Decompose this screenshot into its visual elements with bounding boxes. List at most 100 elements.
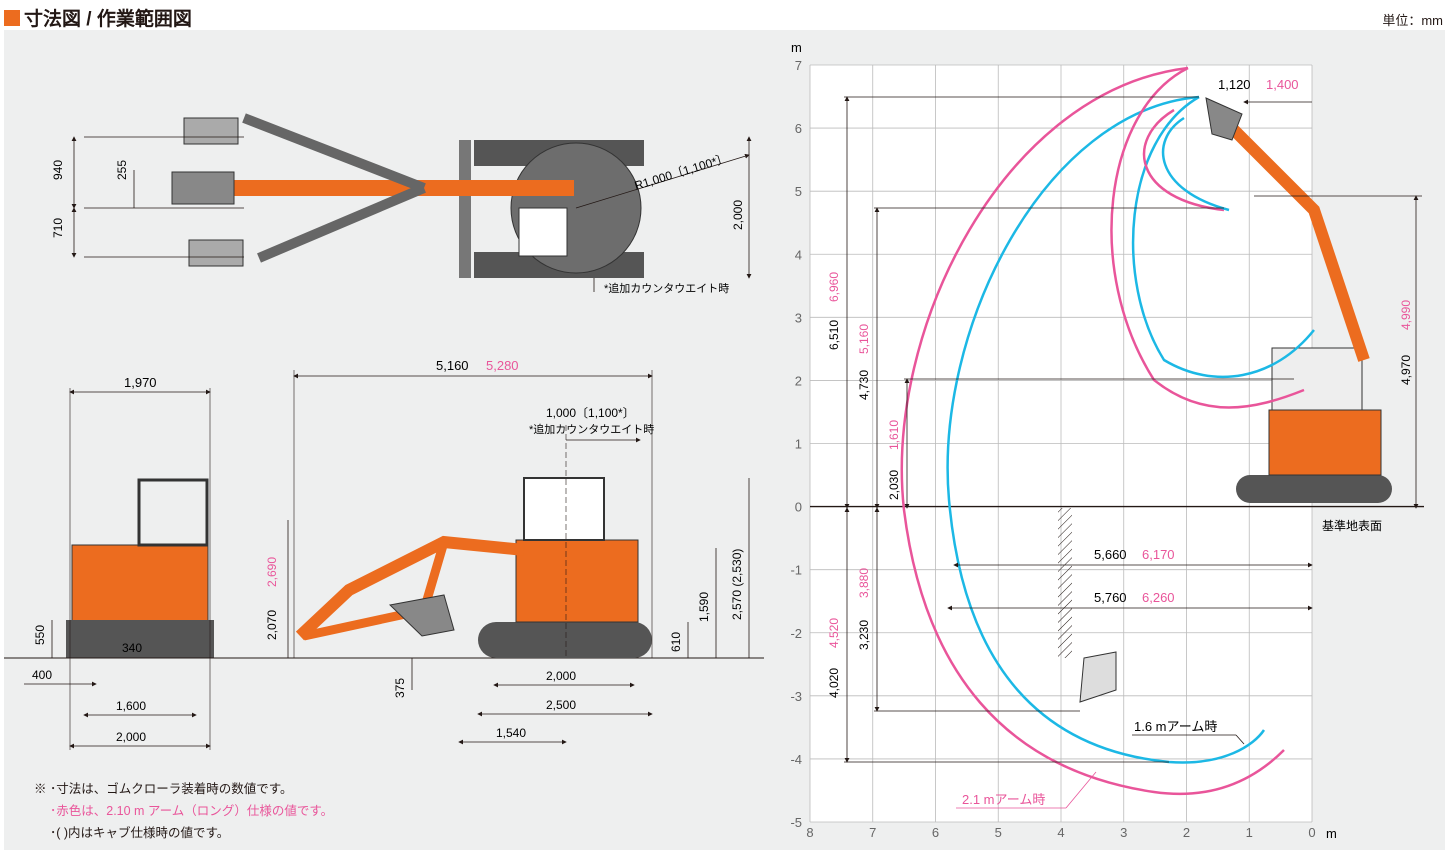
front-view: 1,970 550 340 400 1,600 2,000 [4, 375, 764, 750]
dim-1120: 1,120 [1218, 77, 1251, 92]
dim-swing: 1,000〔1,100*〕 [546, 406, 635, 420]
y-tick-label: 5 [795, 184, 802, 199]
y-tick-label: -5 [790, 815, 802, 830]
hatch-wall [1058, 508, 1072, 658]
x-tick-label: 8 [806, 825, 813, 840]
dim-5660: 5,660 [1094, 547, 1127, 562]
x-tick-label: 3 [1120, 825, 1127, 840]
diagram-panel: 940 710 255 2,000 R1,000〔1,100*〕 *追加カウンタ… [4, 30, 1445, 850]
side-cab [523, 477, 605, 541]
x-tick-label: 7 [869, 825, 876, 840]
long-arm-curve-inner [1110, 66, 1305, 409]
dim-375: 375 [393, 678, 407, 698]
top-boom-left [242, 113, 426, 193]
side-view: 5,160 5,280 1,000〔1,100*〕 *追加カウンタウエイト時 2… [265, 358, 750, 745]
dim-4970: 4,970 [1399, 355, 1413, 385]
y-tick-label: 4 [795, 247, 802, 262]
dim-5280: 5,280 [486, 358, 519, 373]
dim-2690: 2,690 [265, 557, 279, 587]
dim-340: 340 [122, 641, 142, 655]
dim-4730: 4,730 [857, 370, 871, 400]
top-bucket-center [171, 171, 235, 205]
y-tick-label: 1 [795, 437, 802, 452]
dim-2070: 2,070 [265, 610, 279, 640]
chart-bucket-top [1205, 97, 1243, 141]
top-bucket-right [188, 239, 244, 267]
ground-label: 基準地表面 [1322, 518, 1382, 533]
side-note: *追加カウンタウエイト時 [529, 422, 654, 436]
dim-2570: 2,570 (2,530) [730, 549, 744, 620]
x-tick-label: 0 [1308, 825, 1315, 840]
dim-6960: 6,960 [827, 272, 841, 302]
dim-255: 255 [115, 160, 129, 180]
y-tick-label: -4 [790, 752, 802, 767]
y-axis-unit: m [791, 40, 802, 55]
dim-1400: 1,400 [1266, 77, 1299, 92]
dim-side-2000: 2,000 [546, 669, 576, 683]
title-text: 寸法図 / 作業範囲図 [24, 9, 192, 30]
chart-x-ticks: 8 7 6 5 4 3 2 1 0 [806, 825, 1315, 840]
chart-body [1268, 409, 1382, 476]
short-arm-curve-outer [946, 95, 1266, 764]
dim-3880: 3,880 [857, 568, 871, 598]
dim-1540: 1,540 [496, 726, 526, 740]
dim-6260: 6,260 [1142, 590, 1175, 605]
dim-6170: 6,170 [1142, 547, 1175, 562]
note-line-1: ※ ･寸法は、ゴムクローラ装着時の数値です。 [34, 782, 293, 796]
dim-1970: 1,970 [124, 375, 157, 390]
y-tick-label: 3 [795, 310, 802, 325]
chart-boom [1229, 125, 1370, 362]
dim-5760: 5,760 [1094, 590, 1127, 605]
dim-710: 710 [51, 218, 65, 238]
front-canopy [137, 478, 209, 547]
dim-4990: 4,990 [1399, 300, 1413, 330]
side-upper-body [515, 539, 639, 623]
top-note: *追加カウンタウエイト時 [604, 281, 729, 295]
top-bucket-left [183, 117, 239, 145]
x-tick-label: 6 [932, 825, 939, 840]
title-square-icon [4, 9, 20, 26]
y-tick-label: -2 [790, 626, 802, 641]
dim-550: 550 [33, 625, 47, 645]
dim-radius: R1,000〔1,100*〕 [633, 151, 730, 193]
chart-bucket-bottom [1079, 651, 1117, 703]
y-tick-label: 7 [795, 58, 802, 73]
page-title: 寸法図 / 作業範囲図 [4, 4, 192, 31]
dim-2500: 2,500 [546, 698, 576, 712]
diagram-canvas: 940 710 255 2,000 R1,000〔1,100*〕 *追加カウンタ… [4, 40, 1424, 841]
dim-610: 610 [669, 632, 683, 652]
long-arm-curve-outer [900, 66, 1285, 796]
y-tick-label: -3 [790, 689, 802, 704]
x-tick-label: 5 [995, 825, 1002, 840]
arm-short-label: 1.6 mアーム時 [1134, 719, 1217, 734]
front-tracks [66, 620, 214, 658]
unit-label: 単位：mm [1382, 13, 1443, 28]
short-arm-curve-top [1161, 116, 1230, 212]
top-blade [459, 140, 471, 278]
arm-long-label: 2.1 mアーム時 [962, 792, 1045, 807]
x-tick-label: 2 [1183, 825, 1190, 840]
x-tick-label: 1 [1246, 825, 1253, 840]
dim-1610: 1,610 [887, 420, 901, 450]
top-operator-seat [518, 207, 568, 257]
dim-3230: 3,230 [857, 620, 871, 650]
dim-1590: 1,590 [697, 592, 711, 622]
dim-4020: 4,020 [827, 668, 841, 698]
footnotes: ※ ･寸法は、ゴムクローラ装着時の数値です。 ･赤色は、2.10 m アーム（ロ… [34, 778, 333, 844]
x-axis-unit: m [1326, 826, 1337, 841]
dim-2000-top: 2,000 [731, 200, 745, 230]
dim-5160: 5,160 [436, 358, 469, 373]
long-arm-curve-top [1142, 108, 1225, 212]
x-tick-label: 4 [1057, 825, 1064, 840]
y-tick-label: 0 [795, 500, 802, 515]
dim-2030: 2,030 [887, 470, 901, 500]
top-boom-right [257, 183, 426, 263]
top-view: 940 710 255 2,000 R1,000〔1,100*〕 *追加カウンタ… [51, 113, 752, 295]
side-tracks [478, 622, 652, 658]
dim-6510: 6,510 [827, 320, 841, 350]
chart-tracks [1236, 475, 1392, 503]
short-arm-curve-inner [1131, 95, 1315, 379]
dim-940: 940 [51, 160, 65, 180]
